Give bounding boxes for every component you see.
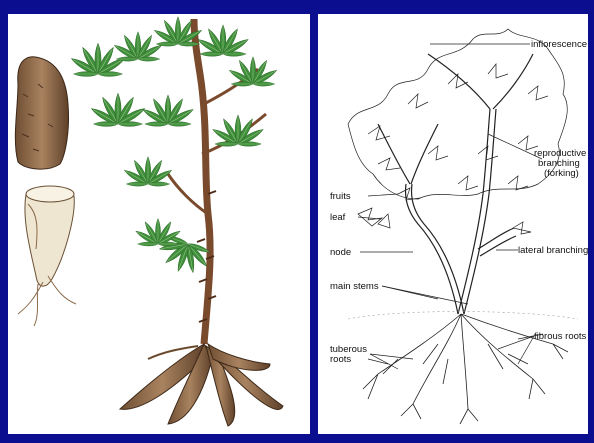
label-lateral-branching: lateral branching [518,245,588,256]
line-stems [378,54,533,314]
tuber-section-icon [15,57,68,169]
label-fibrous-roots: fibrous roots [534,331,587,342]
labeled-diagram-panel: inflorescence reproductive branching (fo… [318,14,588,434]
peeled-tuber-icon [18,186,76,326]
ground-line [348,312,578,320]
label-tuberous-2: roots [330,354,351,365]
cassava-illustration-panel [8,14,310,434]
label-main-stems: main stems [330,281,379,292]
label-node: node [330,247,351,258]
foliage-icon [70,17,278,280]
tuberous-roots-icon [120,344,283,426]
labeled-cassava-diagram: inflorescence reproductive branching (fo… [318,14,588,434]
cassava-illustration [8,14,310,434]
line-canopy [348,29,567,234]
label-reproductive-3: (forking) [544,168,579,179]
label-fruits: fruits [330,191,351,202]
leader-lines [358,44,542,369]
label-leaf: leaf [330,212,346,223]
label-inflorescence: inflorescence [531,39,587,50]
